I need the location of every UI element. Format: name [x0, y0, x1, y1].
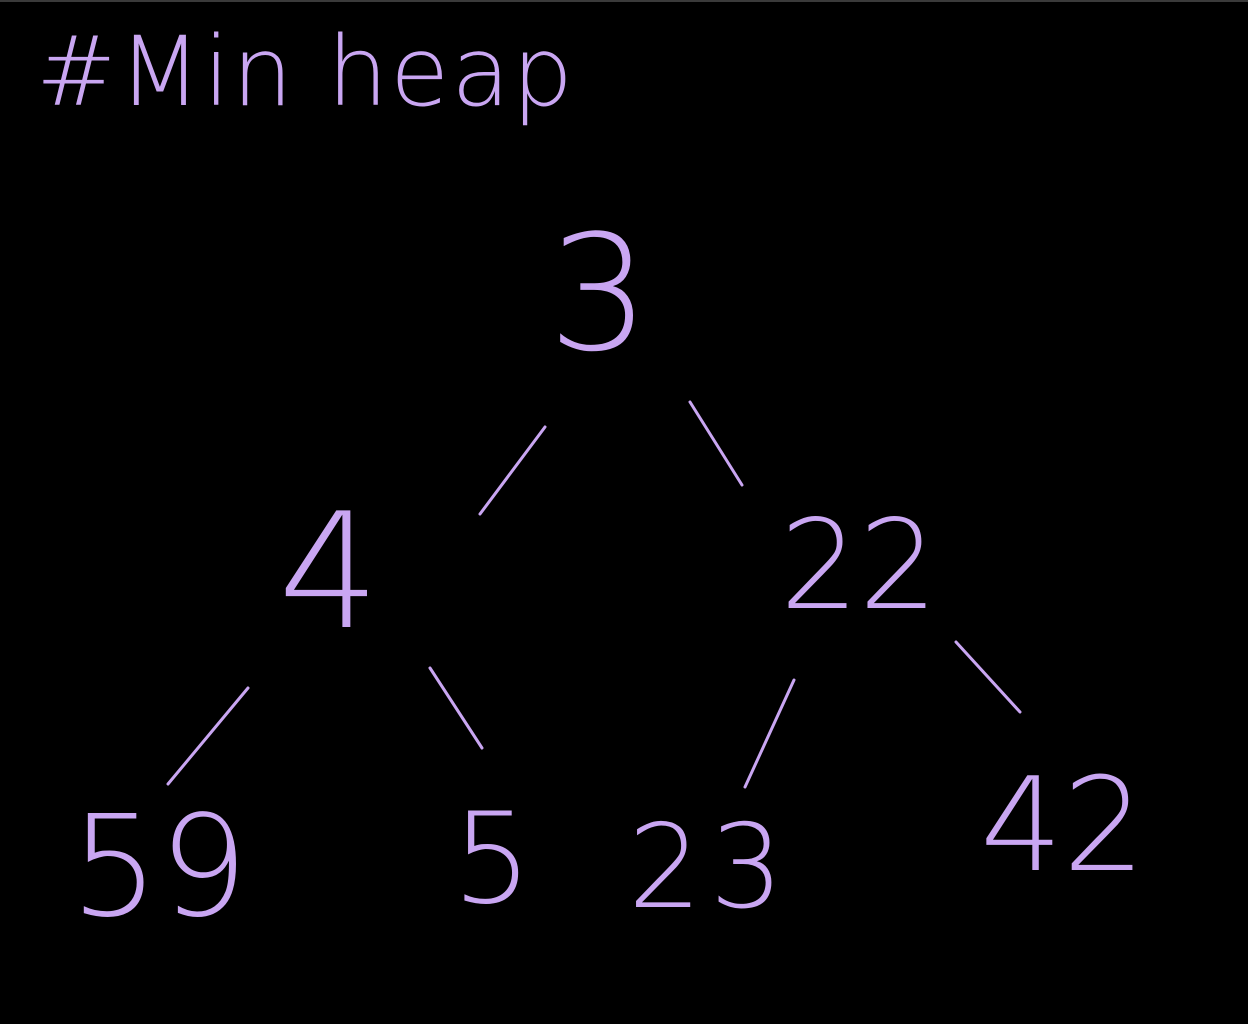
heap-node-level1-right: 22 [780, 494, 938, 638]
edge-3-to-22 [688, 400, 744, 487]
heap-node-level2-2: 5 [452, 785, 533, 932]
heap-node-level2-4: 42 [980, 749, 1146, 901]
edge-22-to-23 [743, 678, 796, 789]
diagram-title: #Min heap [36, 16, 575, 128]
edge-3-to-4 [478, 425, 547, 516]
edge-22-to-42 [954, 640, 1022, 714]
heap-node-root: 3 [548, 200, 650, 387]
heap-node-level2-3: 23 [628, 800, 792, 935]
edge-4-to-59 [166, 686, 250, 786]
edge-4-to-5 [428, 666, 484, 750]
heap-node-level1-left: 4 [278, 478, 380, 665]
heap-node-level2-1: 59 [70, 786, 249, 949]
